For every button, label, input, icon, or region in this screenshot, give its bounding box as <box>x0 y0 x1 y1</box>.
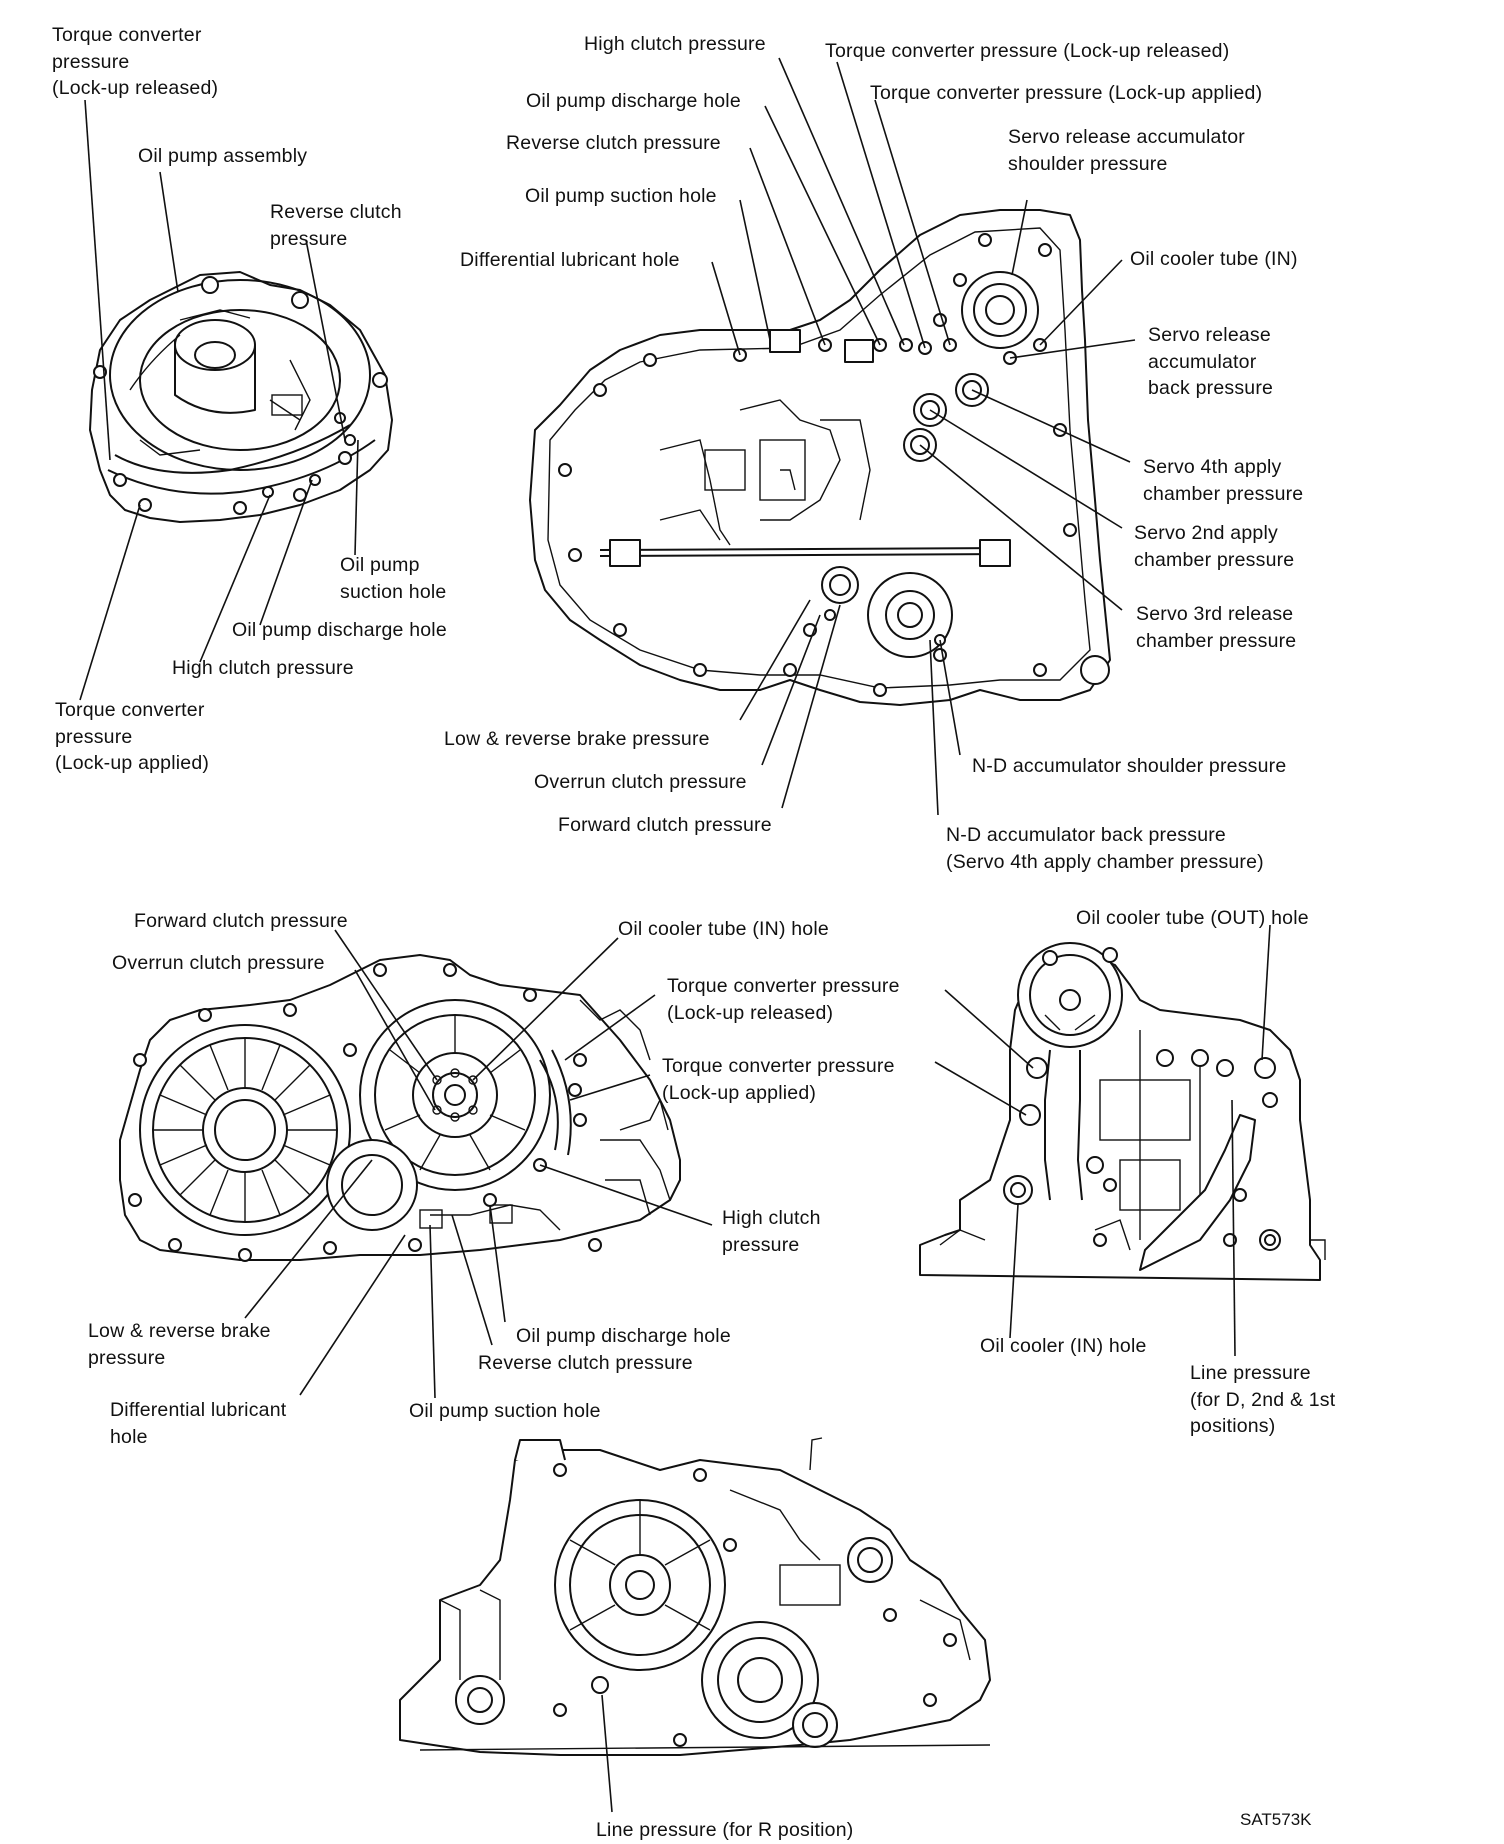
label-forward-clutch-pressure-3: Forward clutch pressure <box>134 910 348 932</box>
label-oil-pump-assembly: Oil pump assembly <box>138 145 308 167</box>
case-bottom-view-drawing <box>399 1437 991 1756</box>
label-overrun-clutch-pressure-3: Overrun clutch pressure <box>112 952 325 974</box>
label-servo-3rd-release-chamber-pressure: Servo 3rd release chamber pressure <box>1136 603 1297 652</box>
oil-pump-assembly-drawing <box>89 271 393 523</box>
label-high-clutch-pressure-1: High clutch pressure <box>172 657 354 679</box>
label-low-reverse-brake-pressure-3: Low & reverse brake pressure <box>88 1320 271 1369</box>
label-overrun-clutch-pressure-2: Overrun clutch pressure <box>534 771 747 793</box>
label-torque-converter-lockup-released-2: Torque converter pressure (Lock-up relea… <box>825 40 1230 62</box>
label-oil-cooler-in-hole: Oil cooler (IN) hole <box>980 1335 1147 1357</box>
label-torque-converter-lockup-applied-1: Torque converter pressure (Lock-up appli… <box>55 699 210 774</box>
label-torque-converter-lockup-applied-2: Torque converter pressure (Lock-up appli… <box>870 82 1263 104</box>
label-nd-accumulator-back-pressure: N-D accumulator back pressure (Servo 4th… <box>946 824 1264 873</box>
label-reverse-clutch-pressure-2: Reverse clutch pressure <box>506 132 721 154</box>
label-high-clutch-pressure-2: High clutch pressure <box>584 33 766 55</box>
label-oil-pump-discharge-hole-3: Oil pump discharge hole <box>516 1325 731 1347</box>
leader-lines <box>79 57 1271 1813</box>
label-oil-pump-discharge-hole-2: Oil pump discharge hole <box>526 90 741 112</box>
label-oil-cooler-tube-in-hole: Oil cooler tube (IN) hole <box>618 918 829 940</box>
label-torque-converter-lockup-released-1: Torque converter pressure (Lock-up relea… <box>52 24 219 99</box>
label-forward-clutch-pressure-2: Forward clutch pressure <box>558 814 772 836</box>
label-servo-release-accumulator-back-pressure: Servo release accumulator back pressure <box>1148 324 1274 399</box>
label-differential-lubricant-hole-2: Differential lubricant hole <box>460 249 680 271</box>
label-reverse-clutch-pressure-3: Reverse clutch pressure <box>478 1352 693 1374</box>
case-side-view-drawing <box>919 942 1326 1281</box>
label-high-clutch-pressure-3: High clutch pressure <box>722 1207 821 1256</box>
label-servo-2nd-apply-chamber-pressure: Servo 2nd apply chamber pressure <box>1134 522 1295 571</box>
case-front-view-drawing <box>119 954 681 1262</box>
label-line-pressure-r-position: Line pressure (for R position) <box>596 1819 854 1841</box>
label-nd-accumulator-shoulder-pressure: N-D accumulator shoulder pressure <box>972 755 1287 777</box>
transmission-case-face-drawing <box>529 209 1111 706</box>
label-oil-pump-suction-hole-1: Oil pump suction hole <box>340 554 447 603</box>
label-differential-lubricant-hole-3: Differential lubricant hole <box>110 1399 287 1448</box>
label-oil-cooler-tube-out-hole: Oil cooler tube (OUT) hole <box>1076 907 1309 929</box>
label-reverse-clutch-pressure-1: Reverse clutch pressure <box>270 201 402 250</box>
label-servo-release-accumulator-shoulder-pressure: Servo release accumulator shoulder press… <box>1008 126 1245 175</box>
label-oil-pump-suction-hole-3: Oil pump suction hole <box>409 1400 601 1422</box>
label-oil-pump-suction-hole-2: Oil pump suction hole <box>525 185 717 207</box>
label-oil-pump-discharge-hole-1: Oil pump discharge hole <box>232 619 447 641</box>
label-oil-cooler-tube-in: Oil cooler tube (IN) <box>1130 248 1298 270</box>
label-line-pressure-d-2nd-1st: Line pressure (for D, 2nd & 1st position… <box>1190 1362 1336 1437</box>
label-torque-converter-lockup-released-3: Torque converter pressure (Lock-up relea… <box>667 975 900 1024</box>
label-torque-converter-lockup-applied-3: Torque converter pressure (Lock-up appli… <box>662 1055 895 1104</box>
figure-code: SAT573K <box>1240 1810 1312 1829</box>
label-servo-4th-apply-chamber-pressure: Servo 4th apply chamber pressure <box>1143 456 1304 505</box>
label-low-reverse-brake-pressure-2: Low & reverse brake pressure <box>444 728 710 750</box>
